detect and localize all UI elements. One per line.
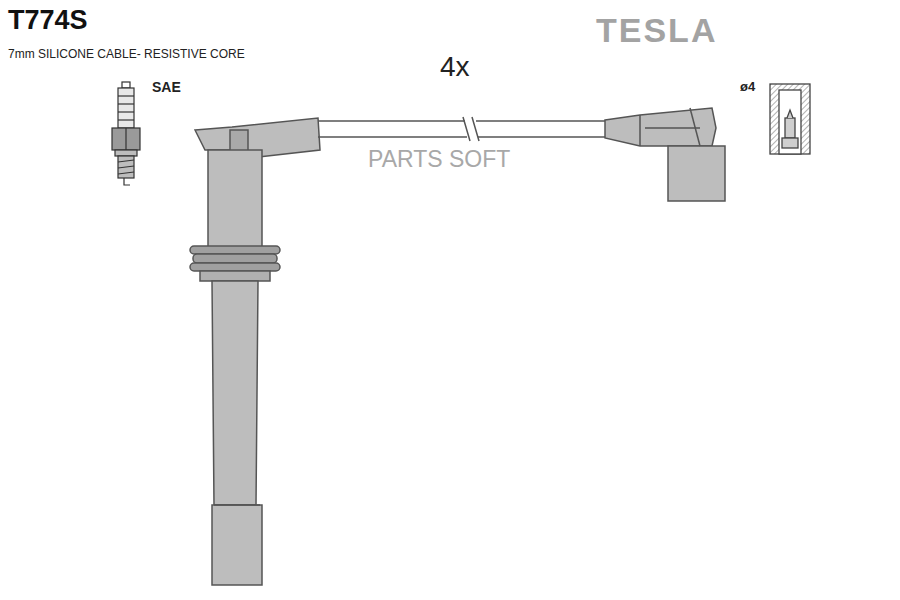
- coil-boot: [605, 108, 725, 201]
- terminal-section: [770, 84, 810, 154]
- ignition-cable: [318, 117, 607, 141]
- plug-type-label: SAE: [152, 80, 181, 95]
- diameter-label: ø4: [740, 80, 755, 94]
- part-number-title: T774S: [8, 6, 88, 36]
- spark-plug-boot: [190, 118, 320, 585]
- cable-spec: 7mm SILICONE CABLE- RESISTIVE CORE: [8, 48, 245, 61]
- quantity-label: 4x: [440, 52, 470, 83]
- brand-logo: TESLA: [596, 12, 717, 49]
- spark-plug-symbol: [112, 82, 140, 185]
- watermark: PARTS SOFT: [368, 147, 510, 172]
